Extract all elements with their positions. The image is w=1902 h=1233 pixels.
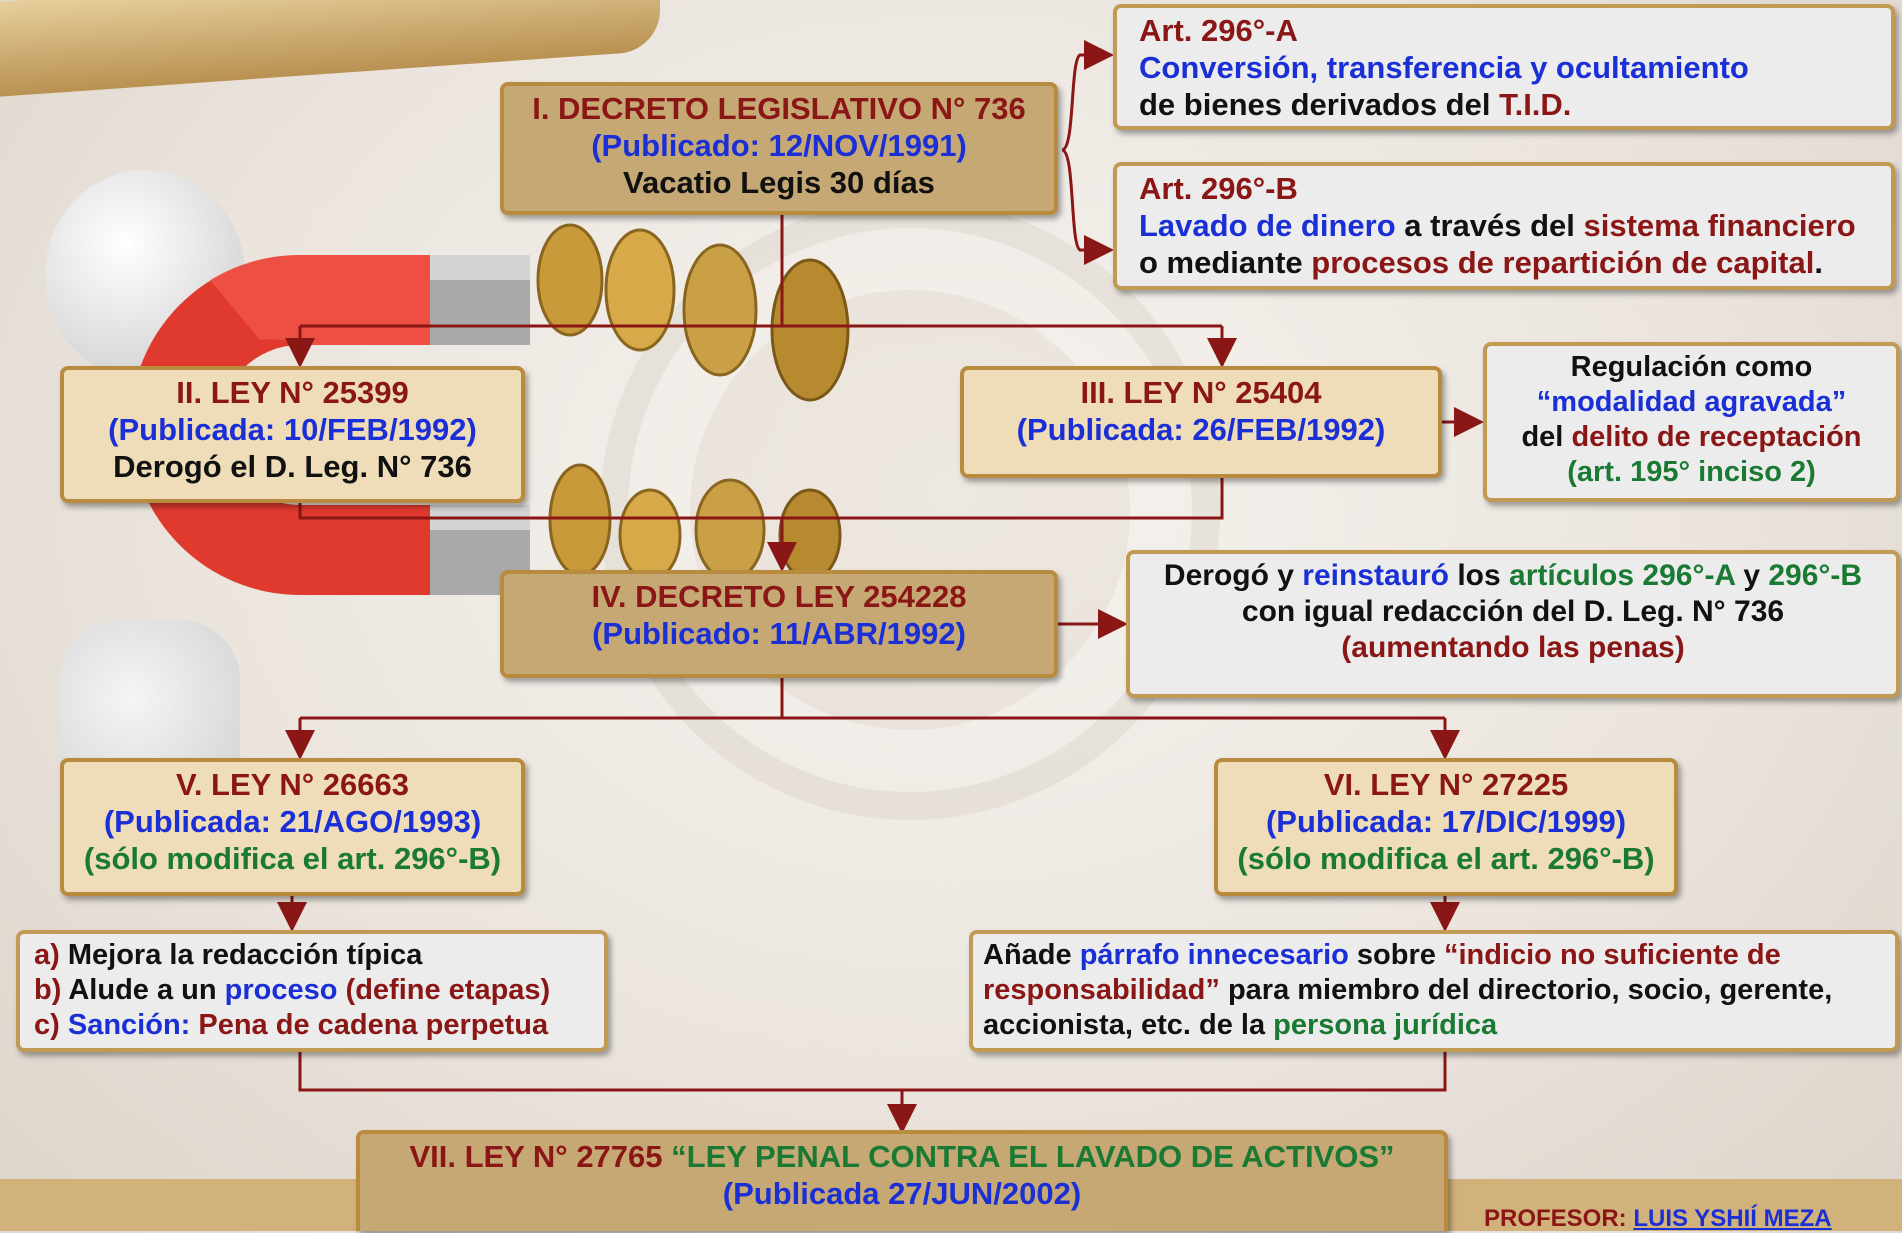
art-296b-lavado: Lavado de dinero xyxy=(1139,208,1396,243)
art-296b-sistema: sistema financiero xyxy=(1583,208,1856,243)
derogo-text: Derogó y xyxy=(1163,559,1303,592)
art-296a-box: Art. 296°-A Conversión, transferencia y … xyxy=(1113,4,1895,130)
ley-27225-box: VI. LEY N° 27225 (Publicada: 17/DIC/1999… xyxy=(1214,758,1678,896)
mejoras-b-label: b) xyxy=(34,974,62,1006)
ley-27225-date: (Publicada: 17/DIC/1999) xyxy=(1265,804,1627,839)
derogo-y: y xyxy=(1734,559,1769,592)
anade-accionista: accionista, etc. de la xyxy=(983,1009,1274,1041)
art-296a-tid: T.I.D. xyxy=(1499,87,1572,122)
anade-box: Añade párrafo innecesario sobre “indicio… xyxy=(969,930,1899,1052)
anade-line3: accionista, etc. de la persona jurídica xyxy=(983,1008,1895,1043)
art-296b-period: . xyxy=(1814,245,1823,280)
art-296b-title: Art. 296°-B xyxy=(1139,171,1298,206)
ley-27765-title: VII. LEY N° 27765 xyxy=(409,1139,672,1174)
regulacion-box: Regulación como “modalidad agravada” del… xyxy=(1483,342,1900,502)
derogo-line1: Derogó y reinstauró los artículos 296°-A… xyxy=(1130,558,1896,594)
anade-sobre: sobre xyxy=(1348,939,1444,971)
decreto-736-vacatio: Vacatio Legis 30 días xyxy=(623,165,935,200)
derogo-art-a: artículos 296°-A xyxy=(1509,559,1735,592)
ley-26663-scope: (sólo modifica el art. 296°-B) xyxy=(83,841,502,876)
art-296b-box: Art. 296°-B Lavado de dinero a través de… xyxy=(1113,162,1895,290)
regulacion-del: del xyxy=(1521,421,1572,453)
professor-credit: PROFESOR: LUIS YSHIÍ MEZA xyxy=(1484,1205,1832,1233)
magnet-icon xyxy=(130,254,530,595)
mejoras-a-label: a) xyxy=(34,939,60,971)
anade-parrafo: párrafo innecesario xyxy=(1079,939,1349,971)
anade-miembro: para miembro del directorio, socio, gere… xyxy=(1219,974,1833,1006)
ley-27765-line1: VII. LEY N° 27765 “LEY PENAL CONTRA EL L… xyxy=(360,1138,1444,1175)
decreto-736-title: I. DECRETO LEGISLATIVO N° 736 xyxy=(532,91,1026,126)
ley-25404-date: (Publicada: 26/FEB/1992) xyxy=(1016,412,1386,447)
ley-26663-box: V. LEY N° 26663 (Publicada: 21/AGO/1993)… xyxy=(60,758,525,896)
decreto-254228-title: IV. DECRETO LEY 254228 xyxy=(591,579,967,614)
ley-27225-title: VI. LEY N° 27225 xyxy=(1323,767,1569,802)
professor-label: PROFESOR: xyxy=(1484,1205,1627,1232)
mejoras-b-proceso: proceso xyxy=(224,974,338,1006)
decreto-736-date: (Publicado: 12/NOV/1991) xyxy=(591,128,967,163)
ley-25399-box: II. LEY N° 25399 (Publicada: 10/FEB/1992… xyxy=(60,366,525,503)
ley-27765-date: (Publicada 27/JUN/2002) xyxy=(722,1176,1082,1211)
derogo-reinstauro: reinstauró xyxy=(1302,559,1449,592)
ley-25399-derogo: Derogó el D. Leg. N° 736 xyxy=(113,449,472,484)
mejoras-box: a) Mejora la redacción típica b) Alude a… xyxy=(16,930,608,1052)
regulacion-art: (art. 195° inciso 2) xyxy=(1567,456,1816,488)
art-296b-mediante: o mediante xyxy=(1139,245,1312,280)
anade-text: Añade xyxy=(983,939,1080,971)
mejoras-c-sancion: Sanción: xyxy=(59,1009,191,1041)
art-296a-line2-text: de bienes derivados del xyxy=(1139,87,1500,122)
anade-persona: persona jurídica xyxy=(1273,1009,1498,1041)
mejoras-item-a: a) Mejora la redacción típica xyxy=(34,938,604,973)
mejoras-b-text1: Alude a un xyxy=(61,974,225,1006)
decreto-736-box: I. DECRETO LEGISLATIVO N° 736 (Publicado… xyxy=(500,82,1058,215)
anade-responsabilidad: responsabilidad” xyxy=(983,974,1220,1006)
ley-26663-title: V. LEY N° 26663 xyxy=(176,767,409,802)
art-296b-line1: Lavado de dinero a través del sistema fi… xyxy=(1139,207,1891,244)
coins-icon xyxy=(536,223,850,580)
mejoras-a-text: Mejora la redacción típica xyxy=(59,939,423,971)
art-296b-traves: a través del xyxy=(1395,208,1584,243)
mejoras-b-etapas: (define etapas) xyxy=(337,974,551,1006)
mejoras-item-b: b) Alude a un proceso (define etapas) xyxy=(34,973,604,1008)
decreto-254228-box: IV. DECRETO LEY 254228 (Publicado: 11/AB… xyxy=(500,570,1058,678)
art-296a-line2: de bienes derivados del T.I.D. xyxy=(1139,86,1891,123)
derogo-art-b: 296°-B xyxy=(1768,559,1863,592)
anade-indicio: “indicio no suficiente de xyxy=(1443,939,1781,971)
ley-25404-title: III. LEY N° 25404 xyxy=(1080,375,1322,410)
ley-25399-title: II. LEY N° 25399 xyxy=(176,375,409,410)
ley-25399-date: (Publicada: 10/FEB/1992) xyxy=(108,412,477,447)
art-296a-line1: Conversión, transferencia y ocultamiento xyxy=(1139,50,1749,85)
regulacion-line1: Regulación como xyxy=(1570,351,1813,383)
professor-name: LUIS YSHIÍ MEZA xyxy=(1633,1205,1832,1232)
regulacion-line3: del delito de receptación xyxy=(1487,420,1896,455)
mejoras-c-label: c) xyxy=(34,1009,60,1041)
ley-27765-name: “LEY PENAL CONTRA EL LAVADO DE ACTIVOS” xyxy=(671,1139,1395,1174)
anade-line2: responsabilidad” para miembro del direct… xyxy=(983,973,1895,1008)
mejoras-item-c: c) Sanción: Pena de cadena perpetua xyxy=(34,1008,604,1043)
derogo-los: los xyxy=(1449,559,1510,592)
ley-26663-date: (Publicada: 21/AGO/1993) xyxy=(103,804,482,839)
derogo-box: Derogó y reinstauró los artículos 296°-A… xyxy=(1126,550,1900,698)
art-296b-line2: o mediante procesos de repartición de ca… xyxy=(1139,244,1891,281)
regulacion-delito: delito de receptación xyxy=(1571,421,1862,453)
art-296b-procesos: procesos de repartición de capital xyxy=(1311,245,1815,280)
mejoras-c-pena: Pena de cadena perpetua xyxy=(190,1009,549,1041)
anade-line1: Añade párrafo innecesario sobre “indicio… xyxy=(983,938,1895,973)
derogo-line3: (aumentando las penas) xyxy=(1341,631,1685,664)
ley-25404-box: III. LEY N° 25404 (Publicada: 26/FEB/199… xyxy=(960,366,1442,478)
decreto-254228-date: (Publicado: 11/ABR/1992) xyxy=(592,616,966,651)
regulacion-modalidad: “modalidad agravada” xyxy=(1536,386,1847,418)
art-296a-title: Art. 296°-A xyxy=(1139,13,1298,48)
ley-27225-scope: (sólo modifica el art. 296°-B) xyxy=(1237,841,1655,876)
ley-27765-box: VII. LEY N° 27765 “LEY PENAL CONTRA EL L… xyxy=(356,1130,1448,1231)
derogo-line2: con igual redacción del D. Leg. N° 736 xyxy=(1241,595,1785,628)
